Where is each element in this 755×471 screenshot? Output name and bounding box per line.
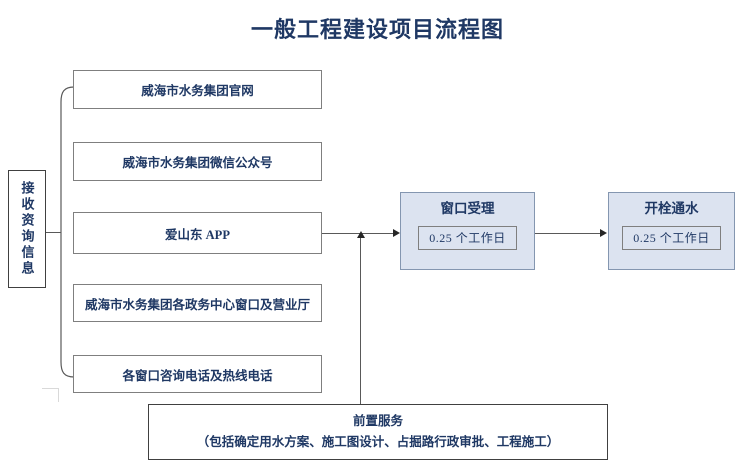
- connector-entry-to-brace: [46, 232, 61, 233]
- entry-box-receive-consultation: 接收资询信息: [8, 170, 46, 288]
- stage-box-open-valve: 开栓通水 0.25 个工作日: [608, 192, 735, 270]
- stage-title-1: 窗口受理: [440, 201, 495, 216]
- stage-duration-2: 0.25 个工作日: [622, 225, 721, 250]
- arrowhead-to-stage2: [600, 229, 607, 237]
- channel-box-5: 各窗口咨询电话及热线电话: [73, 355, 322, 393]
- canvas-corner-mark: [42, 388, 59, 402]
- stage-box-window-acceptance: 窗口受理 0.25 个工作日: [400, 192, 535, 270]
- connector-preservice-to-main: [360, 237, 361, 404]
- channel-label-3: 爱山东 APP: [165, 227, 230, 242]
- channel-label-1: 威海市水务集团官网: [141, 84, 254, 98]
- channel-box-2: 威海市水务集团微信公众号: [73, 142, 322, 181]
- brace-channels: [55, 86, 75, 378]
- arrowhead-preservice: [357, 231, 365, 238]
- channel-box-1: 威海市水务集团官网: [73, 70, 322, 109]
- channel-box-4: 威海市水务集团各政务中心窗口及营业厅: [73, 284, 322, 322]
- page-title: 一般工程建设项目流程图: [250, 17, 504, 42]
- channel-label-5: 各窗口咨询电话及热线电话: [122, 368, 273, 383]
- pre-service-box: 前置服务 （包括确定用水方案、施工图设计、占掘路行政审批、工程施工）: [148, 404, 608, 460]
- channel-label-2: 威海市水务集团微信公众号: [122, 156, 273, 170]
- brace-icon: [60, 86, 75, 378]
- stage-duration-1: 0.25 个工作日: [418, 225, 517, 250]
- pre-service-title: 前置服务: [352, 414, 403, 429]
- channel-label-4: 威海市水务集团各政务中心窗口及营业厅: [84, 297, 310, 312]
- stage-title-2: 开栓通水: [644, 201, 699, 216]
- connector-stage1-to-stage2: [535, 233, 601, 234]
- arrowhead-to-stage1: [393, 229, 400, 237]
- pre-service-detail: （包括确定用水方案、施工图设计、占掘路行政审批、工程施工）: [196, 435, 560, 449]
- channel-box-3: 爱山东 APP: [73, 212, 322, 254]
- entry-box-label: 接收资询信息: [19, 181, 35, 277]
